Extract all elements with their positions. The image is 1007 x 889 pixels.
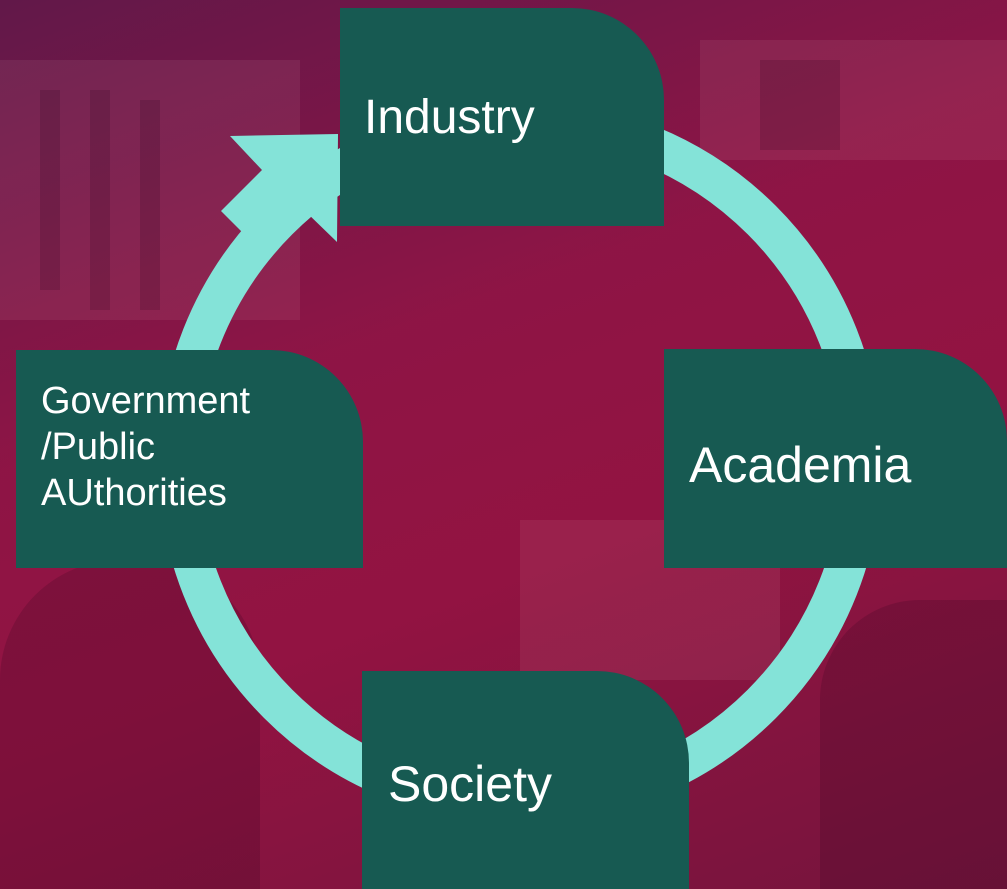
government-node: Government /Public AUthorities <box>16 350 363 568</box>
academia-label: Academia <box>689 437 912 493</box>
background-building <box>700 40 1007 160</box>
society-node: Society <box>362 671 689 889</box>
background-tree <box>820 600 1007 889</box>
government-label: Government /Public AUthorities <box>41 380 251 514</box>
cycle-arrowhead-icon <box>221 134 338 252</box>
background-building <box>40 90 60 290</box>
society-label: Society <box>388 756 552 812</box>
background-building <box>140 100 160 310</box>
academia-node: Academia <box>664 349 1007 568</box>
background-building <box>90 90 110 310</box>
industry-node: Industry <box>340 8 664 226</box>
background-building <box>760 60 840 150</box>
industry-label: Industry <box>364 91 535 144</box>
